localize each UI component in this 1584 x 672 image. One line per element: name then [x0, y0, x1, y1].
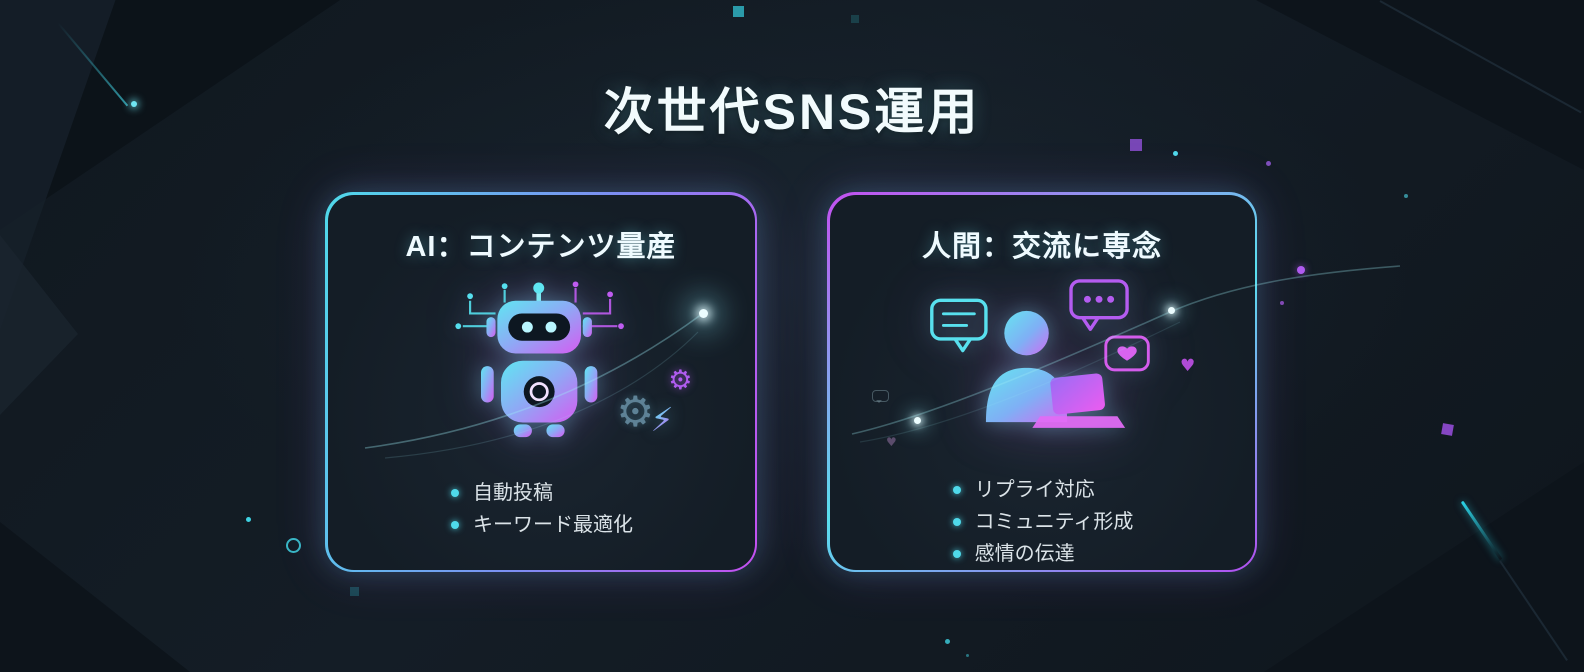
card-ai-icon-area: ⚙ ⚙ ⚡	[328, 269, 755, 467]
person-head	[1004, 310, 1049, 356]
laptop-icon	[1050, 373, 1105, 415]
decor-dot	[966, 654, 969, 657]
card-human-heading: 人間：交流に専念	[921, 230, 1162, 263]
speech-bubble-icon	[930, 298, 988, 353]
decor-square	[733, 6, 744, 17]
decor-square	[851, 15, 859, 23]
speech-bubble-dots-icon	[1069, 279, 1129, 331]
list-item: キーワード最適化	[449, 509, 633, 541]
lightning-icon: ⚡	[650, 399, 674, 439]
person-body	[985, 367, 1068, 423]
facet-bottom-left	[0, 522, 190, 672]
list-item: 感情の伝達	[951, 538, 1134, 570]
gear-bolt-cluster: ⚙ ⚙ ⚡	[617, 367, 695, 453]
decor-square	[1441, 423, 1454, 436]
card-ai-feature-list: 自動投稿 キーワード最適化	[449, 477, 633, 541]
gear-icon-small: ⚙	[668, 364, 693, 396]
facet-bottom-right	[1264, 462, 1584, 672]
page-title: 次世代SNS運用	[603, 84, 981, 140]
decor-dot	[945, 639, 950, 644]
list-item: コミュニティ形成	[951, 506, 1133, 538]
decor-dot	[1280, 301, 1284, 305]
decor-dot	[1404, 194, 1408, 198]
facet-mid-left	[0, 235, 78, 415]
list-item: リプライ対応	[951, 474, 1134, 506]
person-chat-icon	[930, 279, 1150, 428]
card-human-icon-area	[830, 269, 1255, 464]
heart-bubble-icon	[1104, 335, 1150, 372]
card-ai-heading: AI：コンテンツ量産	[405, 230, 677, 263]
decor-dot	[1266, 161, 1271, 166]
decor-dot	[1173, 151, 1178, 156]
robot-icon	[455, 280, 624, 437]
decor-ring	[286, 538, 301, 553]
card-ai: AI：コンテンツ量産	[325, 192, 757, 572]
list-item: 自動投稿	[449, 477, 633, 509]
card-human-feature-list: リプライ対応 コミュニティ形成 感情の伝達	[951, 474, 1134, 570]
card-human: 人間：交流に専念	[827, 192, 1257, 572]
decor-dot	[1297, 266, 1305, 274]
gear-icon: ⚙	[616, 386, 655, 436]
decor-square	[350, 587, 359, 596]
decor-dot	[246, 517, 251, 522]
